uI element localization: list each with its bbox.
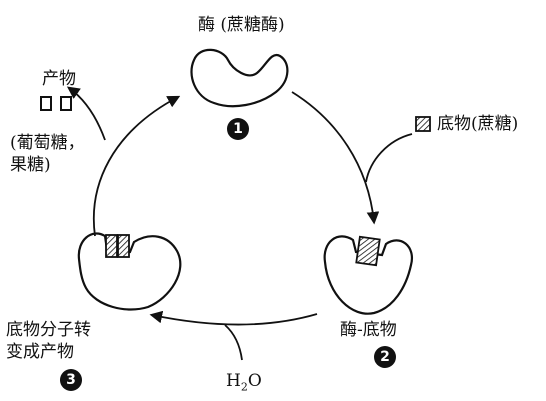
conversion-label-line2: 变成产物 [6, 342, 74, 362]
arrow-catalysis [149, 310, 318, 326]
enzyme-label: 酶 (蔗糖酶) [198, 15, 285, 35]
substrate-in-complex [355, 235, 381, 267]
split-substrate-right [117, 234, 130, 258]
arrow-release [93, 95, 181, 237]
complex-label: 酶-底物 [340, 320, 397, 340]
water-label-h: H [226, 371, 241, 391]
water-label-subscript: 2 [240, 380, 248, 394]
step-1-badge: 1 [227, 118, 249, 140]
product-names-line1: (葡萄糖， [10, 133, 85, 153]
step-2-badge: 2 [374, 346, 396, 368]
product-square-fructose [60, 96, 72, 111]
step-3-badge: 3 [60, 369, 82, 391]
product-square-glucose [40, 96, 52, 111]
water-label-o: O [247, 371, 262, 391]
arrow-substrate-entry [365, 133, 413, 183]
product-title: 产物 [42, 69, 76, 89]
substrate-label: 底物(蔗糖) [437, 114, 519, 134]
substrate-legend-swatch [415, 116, 431, 132]
arrow-binding [291, 91, 380, 225]
split-substrate-left [105, 234, 118, 258]
arrow-water-entry [224, 324, 243, 361]
enzyme-substrate-complex-shape [323, 235, 414, 315]
product-names-line2: 果糖) [10, 155, 51, 175]
product-names: (葡萄糖， 果糖) [10, 132, 85, 176]
water-label: H2O [226, 370, 262, 398]
conversion-label: 底物分子转 变成产物 [6, 319, 91, 363]
conversion-label-line1: 底物分子转 [6, 320, 91, 340]
enzyme-product-shape [77, 232, 182, 311]
arrow-products-out [66, 86, 106, 141]
enzyme-free-shape [190, 48, 289, 108]
